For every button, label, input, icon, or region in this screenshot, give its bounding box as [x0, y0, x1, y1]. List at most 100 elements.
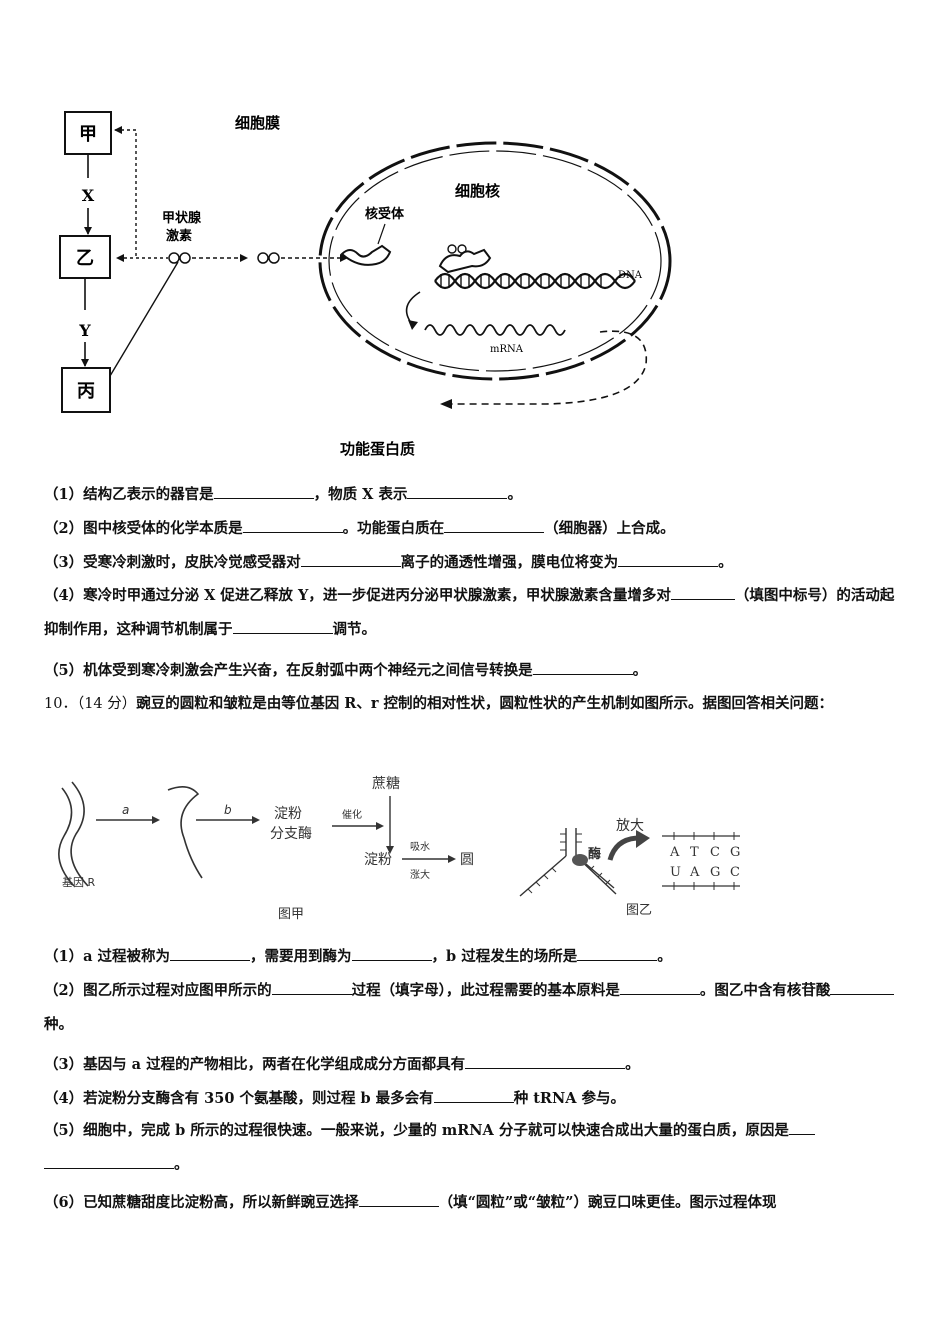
q10-part1: （1）a 过程被称为，需要用到酶为，b 过程发生的场所是。: [44, 946, 910, 967]
answer-blank[interactable]: [532, 660, 633, 675]
x-label: X: [82, 186, 95, 205]
round-label: 圆: [460, 852, 474, 868]
q10-p6-a: （6）已知蔗糖甜度比淀粉高，所以新鲜豌豆选择: [44, 1194, 359, 1211]
q10-part4: （4）若淀粉分支酶含有 350 个氨基酸，则过程 b 最多会有 种 tRNA 参与…: [44, 1088, 910, 1109]
q10-stem: 豌豆的圆粒和皱粒是由等位基因 R、r 控制的相对性状，圆粒性状的产生机制如图所示…: [136, 695, 834, 712]
process-a-label: a: [122, 803, 129, 817]
jia-label: 甲: [79, 124, 97, 145]
q9-p5-b: 。: [632, 662, 648, 679]
q9-p2-c: （细胞器）上合成。: [544, 520, 675, 537]
answer-blank[interactable]: [232, 619, 333, 634]
answer-blank[interactable]: [300, 552, 401, 567]
q9-p3-b: 离子的通透性增强，膜电位将变为: [400, 554, 619, 571]
hormone-label-1: 甲状腺: [162, 210, 202, 226]
answer-blank[interactable]: [830, 980, 895, 995]
q9-p1-b: ，物质 X 表示: [313, 486, 408, 503]
q10-p2-d: 种。: [44, 1016, 73, 1033]
answer-blank[interactable]: [465, 1054, 626, 1069]
answer-blank[interactable]: [44, 1154, 174, 1169]
q10-p6-b: （填“圆粒”或“皱粒”）豌豆口味更佳。图示过程体现: [438, 1194, 777, 1211]
answer-blank[interactable]: [213, 484, 314, 499]
q10-p1-c: ，b 过程发生的场所是: [431, 948, 578, 965]
q9-p2-a: （2）图中核受体的化学本质是: [44, 520, 243, 537]
q10-p1-b: ，需要用到酶为: [250, 948, 352, 965]
dna-base-1: A: [669, 845, 680, 860]
rna-base-2: A: [689, 865, 700, 880]
q9-p4-c: 调节。: [332, 621, 377, 638]
q10-header: 10．（14 分）豌豆的圆粒和皱粒是由等位基因 R、r 控制的相对性状，圆粒性状…: [44, 687, 906, 721]
process-b-label: b: [224, 803, 232, 817]
q10-part5: （5）细胞中，完成 b 所示的过程很快速。一般来说，少量的 mRNA 分子就可以…: [44, 1114, 906, 1182]
dna-label: DNA: [618, 270, 643, 281]
q10-number: 10．（14 分）: [44, 696, 137, 712]
q10-p2-b: 过程（填字母），此过程需要的基本原料是: [351, 982, 620, 999]
q10-p3-a: （3）基因与 a 过程的产物相比，两者在化学组成成分方面都具有: [44, 1056, 466, 1073]
q9-p4-a: （4）寒冷时甲通过分泌 X 促进乙释放 Y，进一步促进丙分泌甲状腺激素，甲状腺激…: [44, 587, 671, 604]
figure-jia-caption: 图甲: [278, 907, 304, 922]
q10-part2: （2）图乙所示过程对应图甲所示的 过程（填字母），此过程需要的基本原料是 。图乙中含…: [44, 974, 906, 1042]
enzyme-label-1: 淀粉: [274, 806, 302, 822]
q9-p3-a: （3）受寒冷刺激时，皮肤冷觉感受器对: [44, 554, 301, 571]
answer-blank[interactable]: [351, 946, 432, 961]
starch-label: 淀粉: [364, 852, 392, 868]
answer-blank[interactable]: [577, 946, 658, 961]
rna-base-4: C: [730, 865, 740, 880]
answer-blank[interactable]: [618, 552, 719, 567]
dna-base-4: G: [730, 845, 740, 860]
answer-blank[interactable]: [407, 484, 508, 499]
q10-p5-b: 。: [174, 1156, 189, 1173]
receptor-label: 核受体: [365, 206, 405, 222]
answer-blank[interactable]: [670, 585, 735, 600]
enzyme-yi-label: 酶: [588, 846, 601, 862]
magnify-label: 放大: [616, 818, 644, 834]
answer-blank[interactable]: [358, 1192, 439, 1207]
q9-part1: （1）结构乙表示的器官是 ，物质 X 表示 。: [44, 484, 910, 505]
figure-yi-caption: 图乙: [626, 903, 652, 918]
answer-blank[interactable]: [433, 1088, 514, 1103]
q10-p5-a: （5）细胞中，完成 b 所示的过程很快速。一般来说，少量的 mRNA 分子就可以…: [44, 1122, 789, 1139]
functional-protein-label: 功能蛋白质: [340, 440, 415, 458]
yi-label: 乙: [76, 248, 94, 269]
answer-blank[interactable]: [170, 946, 251, 961]
q9-part4: （4）寒冷时甲通过分泌 X 促进乙释放 Y，进一步促进丙分泌甲状腺激素，甲状腺激…: [44, 579, 906, 647]
answer-blank[interactable]: [619, 980, 700, 995]
q9-p2-b: 。功能蛋白质在: [342, 520, 445, 537]
q9-part3: （3）受寒冷刺激时，皮肤冷觉感受器对 离子的通透性增强，膜电位将变为 。: [44, 552, 910, 573]
bing-label: 丙: [77, 381, 95, 402]
sucrose-label: 蔗糖: [372, 776, 400, 792]
gene-r-label: 基因 R: [62, 876, 95, 889]
q9-p1-c: 。: [507, 486, 522, 503]
q10-p2-a: （2）图乙所示过程对应图甲所示的: [44, 982, 272, 999]
catalyze-label: 催化: [342, 808, 362, 821]
answer-blank[interactable]: [788, 1120, 815, 1135]
cell-membrane-label: 细胞膜: [235, 114, 280, 132]
rna-base-3: G: [710, 865, 720, 880]
q10-p2-c: 。图乙中含有核苷酸: [699, 982, 831, 999]
dna-base-2: T: [690, 845, 699, 860]
q9-part5: （5）机体受到寒冷刺激会产生兴奋，在反射弧中两个神经元之间信号转换是 。: [44, 660, 910, 681]
swell-label: 涨大: [410, 868, 430, 881]
q10-p3-b: 。: [625, 1056, 640, 1073]
q10-p4-a: （4）若淀粉分支酶含有 350 个氨基酸，则过程 b 最多会有: [44, 1090, 434, 1107]
q10-p4-b: 种 tRNA 参与。: [513, 1090, 626, 1107]
q10-p1-d: 。: [657, 948, 672, 965]
dna-base-3: C: [710, 845, 720, 860]
q9-p5-a: （5）机体受到寒冷刺激会产生兴奋，在反射弧中两个神经元之间信号转换是: [44, 662, 533, 679]
answer-blank[interactable]: [242, 518, 343, 533]
rna-base-1: U: [670, 865, 681, 880]
pea-gene-expression-figure: 基因 R a b 淀粉 分支酶 催化 蔗糖 淀粉 吸水 涨大 圆 图甲 酶 放大: [58, 776, 740, 922]
mrna-label: mRNA: [490, 344, 524, 355]
answer-blank[interactable]: [271, 980, 352, 995]
q9-p4-b: （填图中标号）的活动起抑制作用，这种调节机制属于: [44, 587, 895, 638]
box-bing: [61, 367, 111, 413]
q9-part2: （2）图中核受体的化学本质是 。功能蛋白质在 （细胞器）上合成。: [44, 518, 910, 539]
q9-p1-a: （1）结构乙表示的器官是: [44, 486, 214, 503]
hormone-label-2: 激素: [166, 228, 192, 244]
q10-part3: （3）基因与 a 过程的产物相比，两者在化学组成成分方面都具有 。: [44, 1054, 910, 1075]
y-label: Y: [78, 321, 91, 340]
q9-p3-c: 。: [718, 554, 733, 571]
answer-blank[interactable]: [444, 518, 545, 533]
thyroid-regulation-diagram: 甲 乙 丙 X Y 甲状腺 激素 细胞膜 细胞核 核受体: [59, 111, 672, 458]
dna-helix: [434, 272, 636, 290]
absorb-label: 吸水: [410, 841, 430, 853]
